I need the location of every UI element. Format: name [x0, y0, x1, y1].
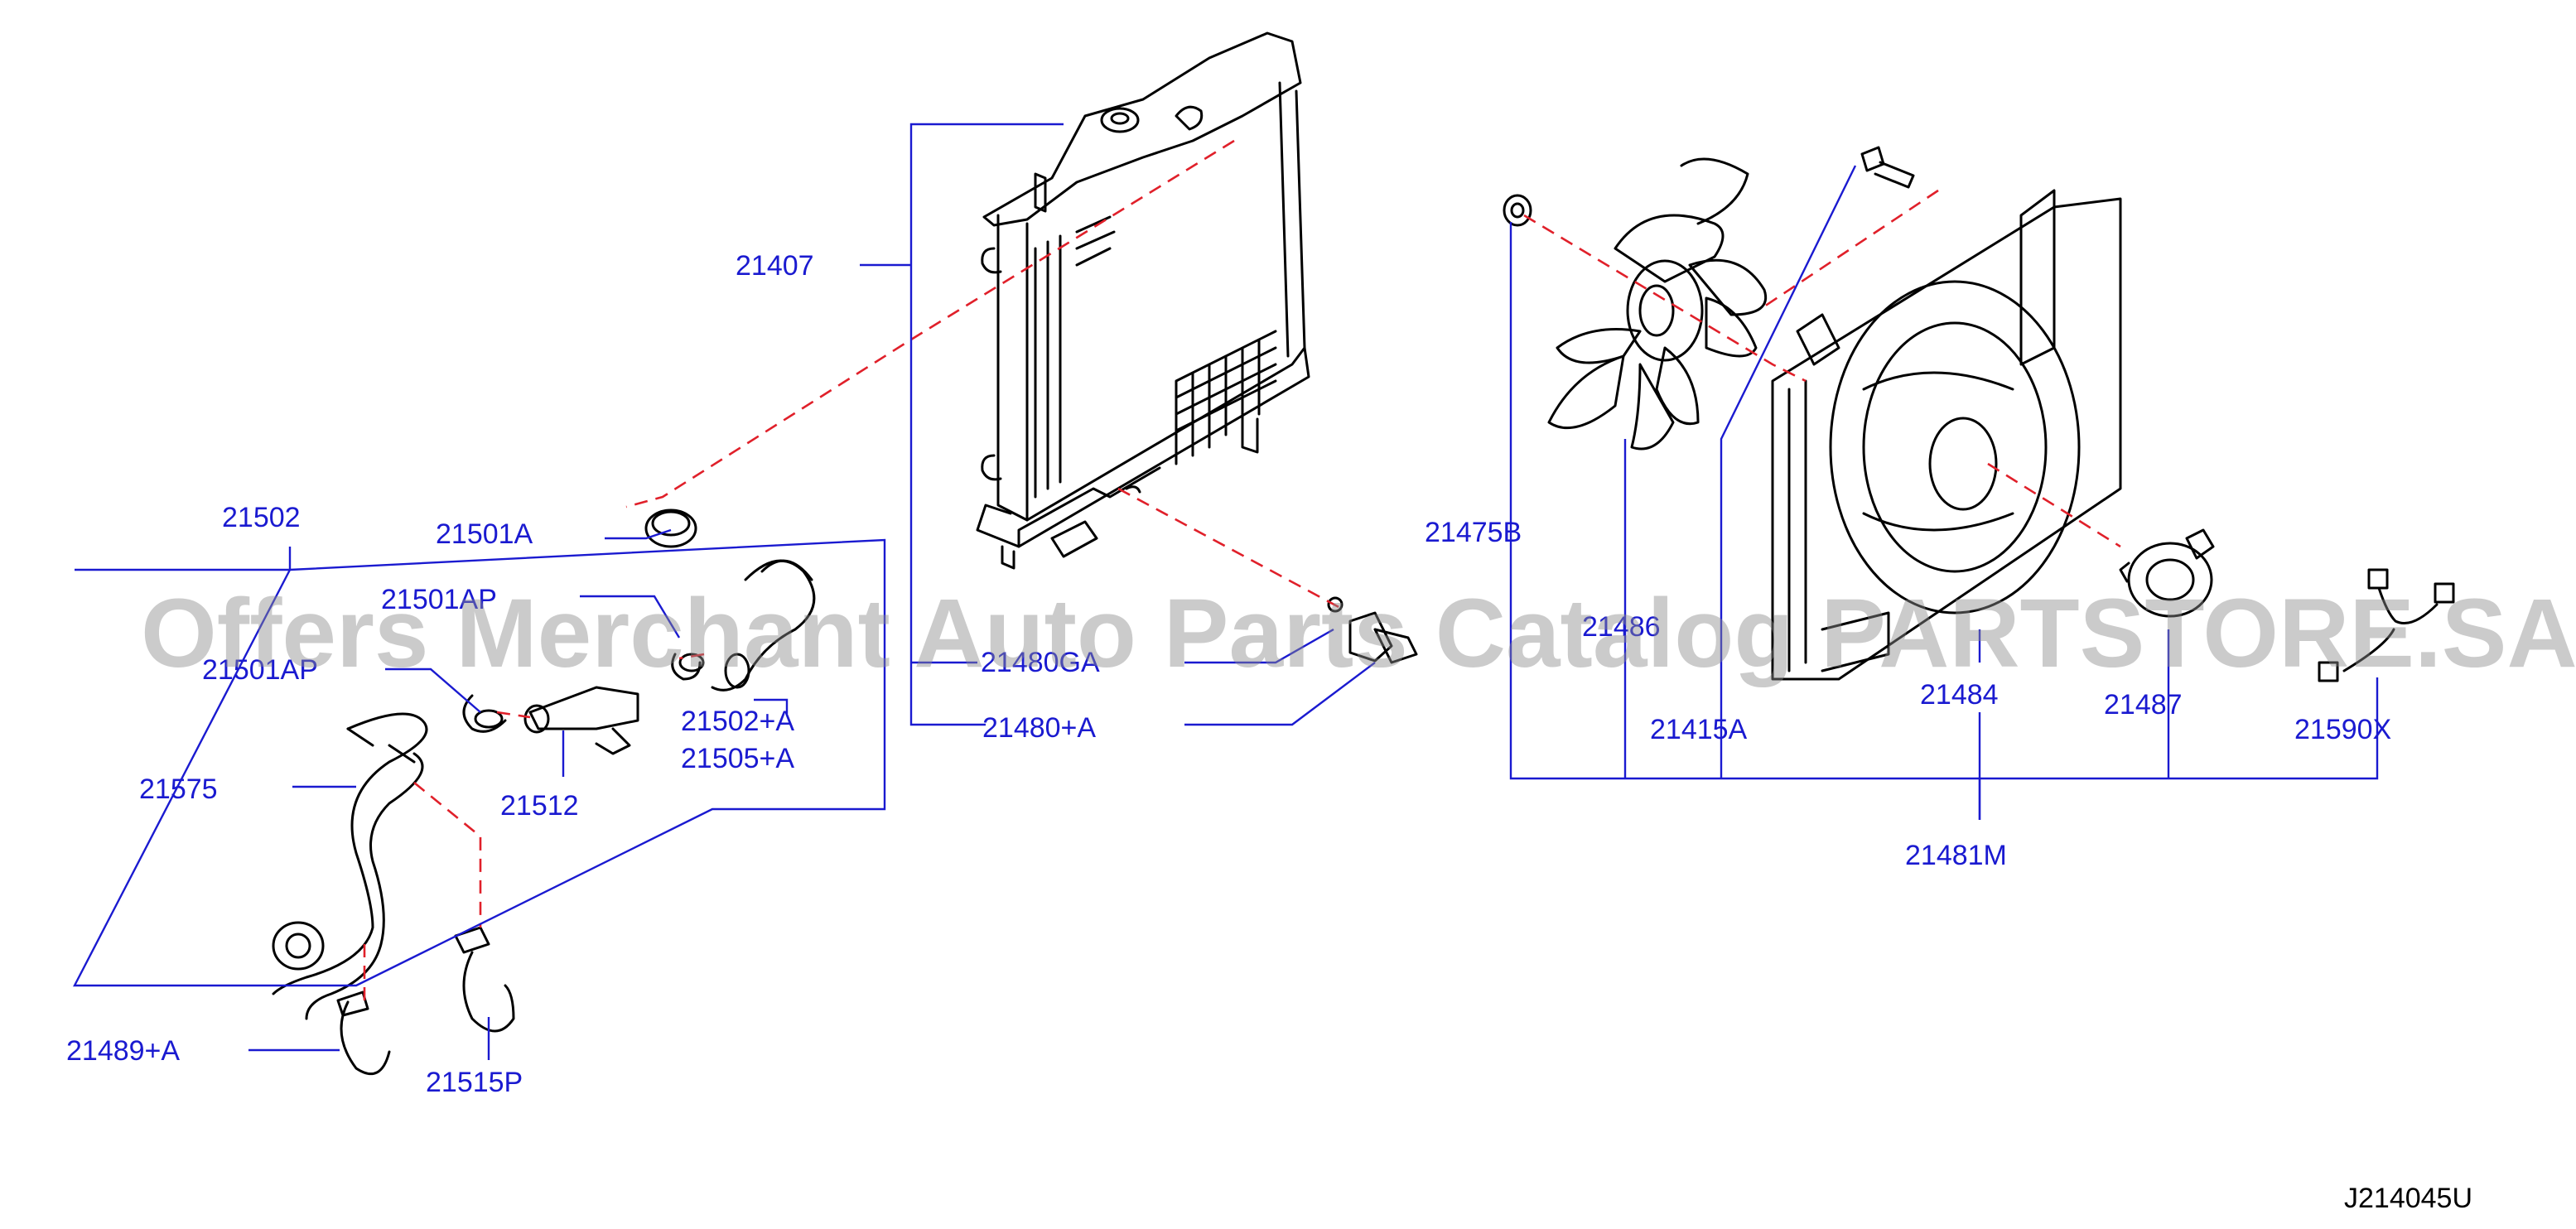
callout-21590X[interactable]: 21590X — [2294, 714, 2392, 745]
callout-21484[interactable]: 21484 — [1920, 679, 1999, 711]
callout-21480GA[interactable]: 21480GA — [981, 647, 1100, 678]
callout-21512[interactable]: 21512 — [500, 790, 579, 822]
callout-21487[interactable]: 21487 — [2104, 689, 2183, 721]
diagram-code: J214045U — [2344, 1183, 2473, 1214]
callout-21475B[interactable]: 21475B — [1425, 517, 1522, 548]
callout-21489A[interactable]: 21489+A — [66, 1035, 181, 1067]
callout-21575[interactable]: 21575 — [139, 774, 218, 805]
callout-21501A[interactable]: 21501A — [436, 518, 533, 550]
temp-sensor — [1327, 596, 1418, 664]
fan-blade — [1547, 157, 1767, 451]
fan-shroud — [1771, 189, 2122, 681]
clamps — [336, 508, 705, 1076]
callout-21502A[interactable]: 21502+A — [681, 706, 795, 737]
radiator — [976, 31, 1310, 570]
callout-21501AP-upper[interactable]: 21501AP — [381, 584, 497, 615]
callout-21515P[interactable]: 21515P — [426, 1067, 523, 1098]
callout-21502[interactable]: 21502 — [222, 502, 301, 533]
callout-21415A[interactable]: 21415A — [1650, 714, 1748, 745]
callout-21480A[interactable]: 21480+A — [982, 712, 1097, 744]
watermark-text: Offers Merchant Auto Parts Catalog PARTS… — [141, 579, 2576, 688]
callout-21505A[interactable]: 21505+A — [681, 743, 795, 774]
callout-21486[interactable]: 21486 — [1582, 611, 1661, 643]
lower-hose — [272, 712, 428, 1020]
callout-21481M[interactable]: 21481M — [1905, 840, 2007, 871]
fan-motor — [2119, 528, 2215, 618]
upper-hose — [711, 559, 816, 692]
water-pipe — [523, 686, 639, 755]
callout-21501AP-lower[interactable]: 21501AP — [202, 654, 318, 686]
callout-21407[interactable]: 21407 — [736, 250, 814, 282]
bolt-and-nut — [1503, 146, 1915, 227]
wiring-harness — [2318, 568, 2455, 682]
